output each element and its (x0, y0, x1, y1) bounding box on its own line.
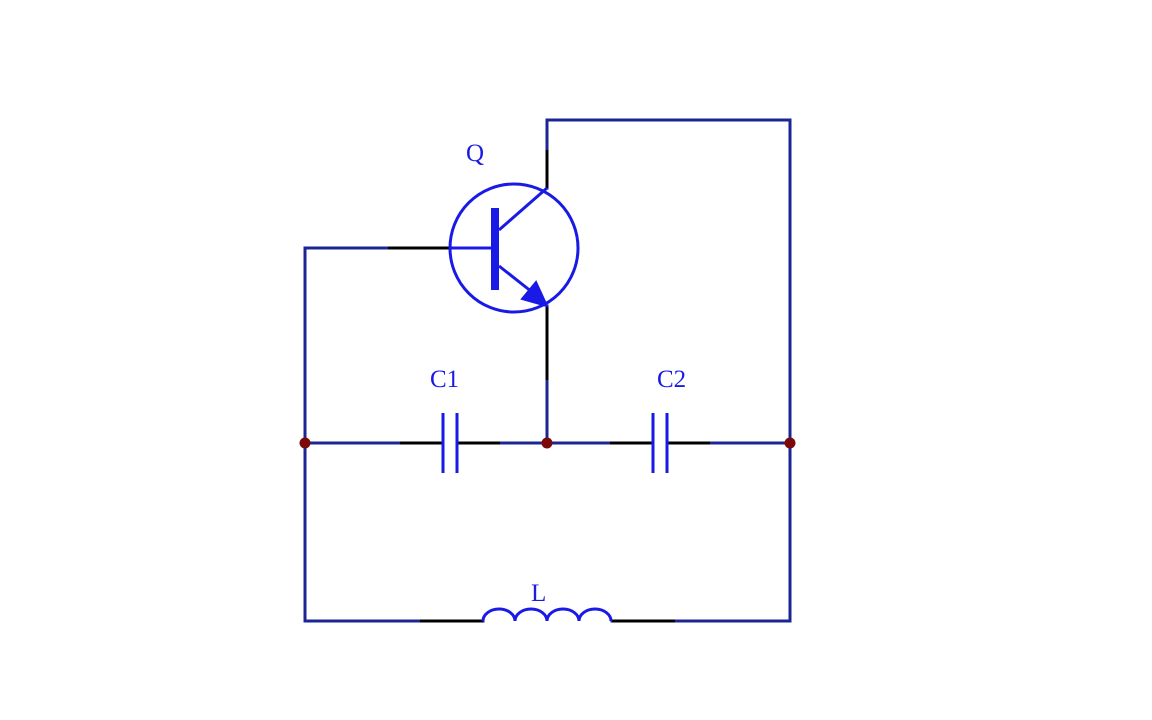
junctions (299, 437, 796, 449)
junction-dot-center (541, 437, 553, 449)
c1-label: C1 (430, 366, 459, 393)
capacitor-c1: C1 (430, 366, 459, 473)
junction-dot-left (299, 437, 311, 449)
junction-dot-right (784, 437, 796, 449)
transistor-collector-lead (498, 186, 548, 232)
capacitor-c2: C2 (651, 366, 686, 473)
transistor-label: Q (466, 140, 484, 167)
inductor-label: L (531, 580, 546, 607)
component-leads (388, 150, 710, 623)
transistor-emitter-lead (498, 264, 533, 294)
wire-right-bottom (610, 441, 792, 623)
wire-base-loop (303, 246, 452, 445)
emitter-arrow-icon (520, 280, 549, 308)
wire-collector-loop (545, 118, 792, 445)
c2-label: C2 (657, 366, 686, 393)
inductor-l: L (481, 580, 613, 622)
transistor-q: Q (448, 140, 580, 314)
inductor-coil (481, 607, 613, 622)
